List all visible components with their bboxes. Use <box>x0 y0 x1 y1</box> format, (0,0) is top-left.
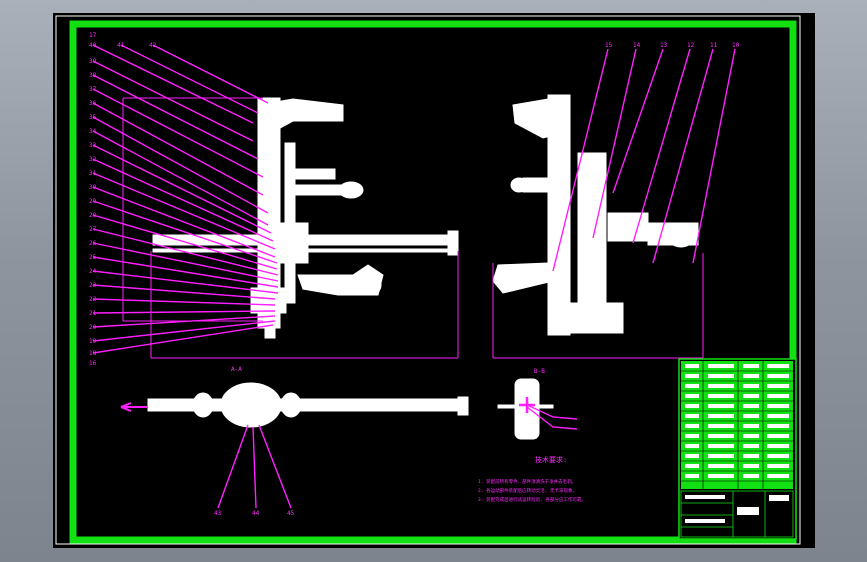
callout-bottom: 43 <box>214 510 222 517</box>
drawing-sheet: 40 39 38 37 36 35 34 33 32 31 30 29 28 2… <box>53 13 815 548</box>
callout-left: 27 <box>89 226 97 233</box>
section-label-a: A-A <box>231 366 242 373</box>
main-view-right-extent <box>492 253 704 359</box>
section-view-a <box>147 382 469 428</box>
callout-top-left: 42 <box>149 42 157 49</box>
callout-left: 38 <box>89 72 97 79</box>
main-view-left <box>152 97 459 339</box>
callout-top-left: 41 <box>117 42 125 49</box>
main-view-right <box>492 94 699 336</box>
callout-left: 21 <box>89 310 97 317</box>
leader-lines-left <box>92 44 279 354</box>
callout-left: 19 <box>89 338 97 345</box>
tech-requirements-line: 1. 装配前所有零件、部件须清洗干净并去毛刺。 <box>478 478 576 485</box>
callout-bottom: 44 <box>252 510 260 517</box>
callout-left: 26 <box>89 240 97 247</box>
drawing-frame <box>69 20 797 544</box>
callout-left: 35 <box>89 114 97 121</box>
callout-left: 33 <box>89 142 97 149</box>
callout-top-right: 12 <box>687 42 695 49</box>
callout-left: 16 <box>89 360 97 367</box>
callout-left: 32 <box>89 156 97 163</box>
callout-left: 23 <box>89 282 97 289</box>
title-block <box>678 358 797 540</box>
callout-bottom: 45 <box>287 510 295 517</box>
callout-left: 39 <box>89 58 97 65</box>
callout-left: 34 <box>89 128 97 135</box>
callout-top-right: 14 <box>633 42 641 49</box>
callout-left: 22 <box>89 296 97 303</box>
tech-requirements-line: 2. 各运动部件装配后应转动灵活, 无卡滞现象。 <box>478 487 577 494</box>
callout-left: 24 <box>89 268 97 275</box>
leader-lines-right <box>552 48 736 272</box>
callout-top-right: 11 <box>710 42 718 49</box>
callout-left: 37 <box>89 86 97 93</box>
callout-left: 36 <box>89 100 97 107</box>
callout-left: 30 <box>89 184 97 191</box>
callout-left: 25 <box>89 254 97 261</box>
callout-left: 28 <box>89 212 97 219</box>
callout-left: 31 <box>89 170 97 177</box>
callout-left: 40 <box>89 42 97 49</box>
section-label-b: B-B <box>534 368 545 375</box>
callout-top-right: 10 <box>732 42 740 49</box>
cad-drawing: 40 39 38 37 36 35 34 33 32 31 30 29 28 2… <box>55 15 801 545</box>
callout-top-right: 15 <box>605 42 613 49</box>
leader-lines-bottom <box>217 424 292 509</box>
callout-left: 17 <box>89 32 97 39</box>
callouts-left-group: 40 39 38 37 36 35 34 33 32 31 30 29 28 2… <box>89 32 157 367</box>
callout-left: 18 <box>89 350 97 357</box>
callout-left: 20 <box>89 324 97 331</box>
outer-border <box>55 15 801 545</box>
section-view-b <box>497 378 554 440</box>
section-arrow-a <box>120 402 148 412</box>
tech-requirements-line: 3. 装配完成后进行试运转检验, 各部分应工作可靠。 <box>478 496 586 503</box>
callout-top-right: 13 <box>660 42 668 49</box>
callout-left: 29 <box>89 198 97 205</box>
tech-requirements-title: 技术要求: <box>535 455 567 464</box>
